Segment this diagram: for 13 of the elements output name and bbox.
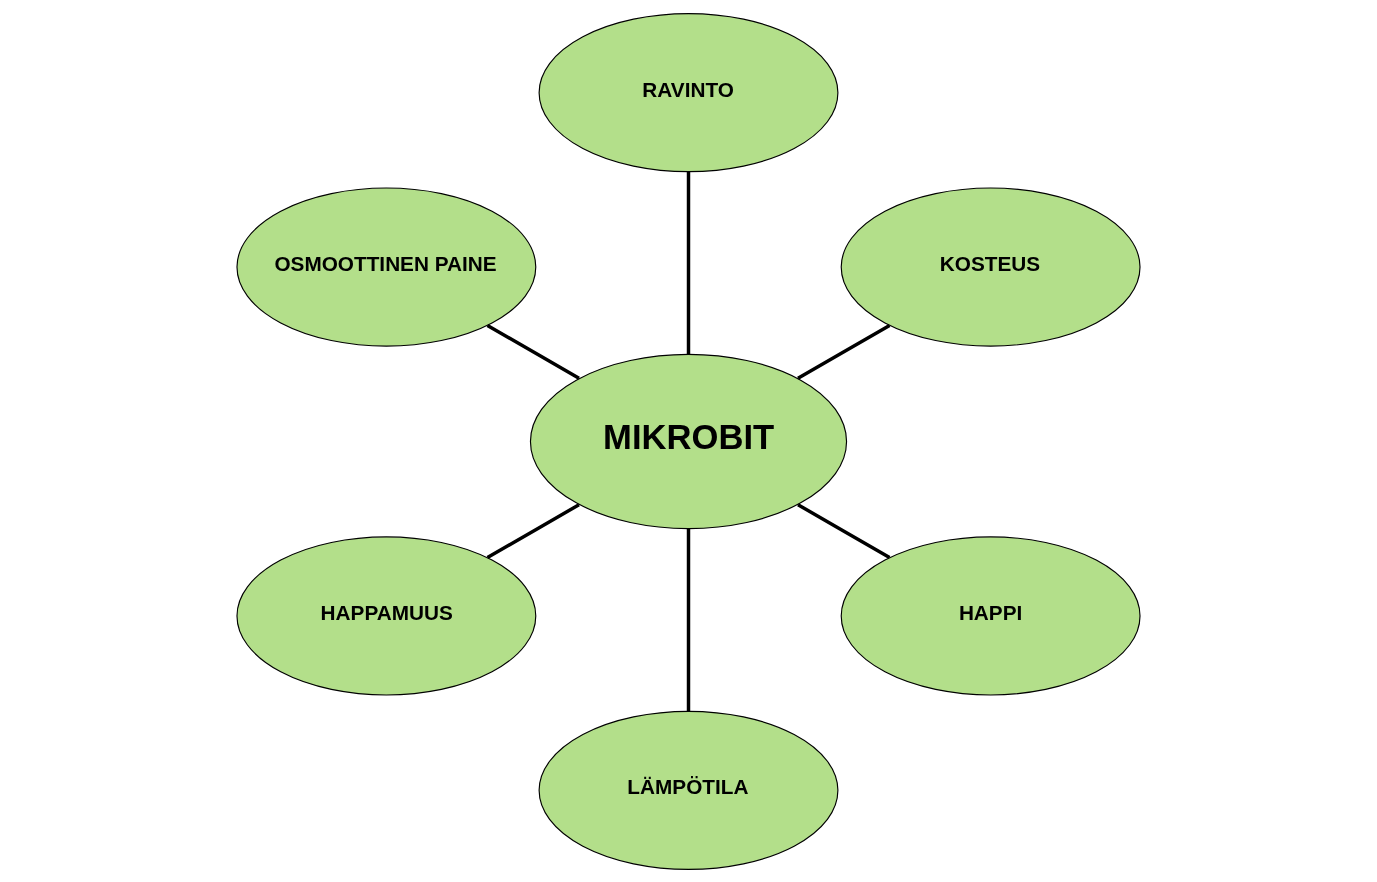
connector [486,323,580,380]
connector [686,171,691,354]
node-ellipse: OSMOOTTINEN PAINE [236,186,537,347]
connector [797,323,891,380]
node-ellipse: MIKROBIT [529,353,848,529]
node-ellipse: LÄMPÖTILA [538,710,839,870]
node-ellipse: HAPPI [840,535,1141,696]
connector [686,528,691,711]
node-ellipse: KOSTEUS [840,186,1141,347]
connector [486,502,580,559]
node-ellipse: HAPPAMUUS [236,535,537,696]
node-ellipse: RAVINTO [538,12,839,172]
connector [797,502,891,559]
